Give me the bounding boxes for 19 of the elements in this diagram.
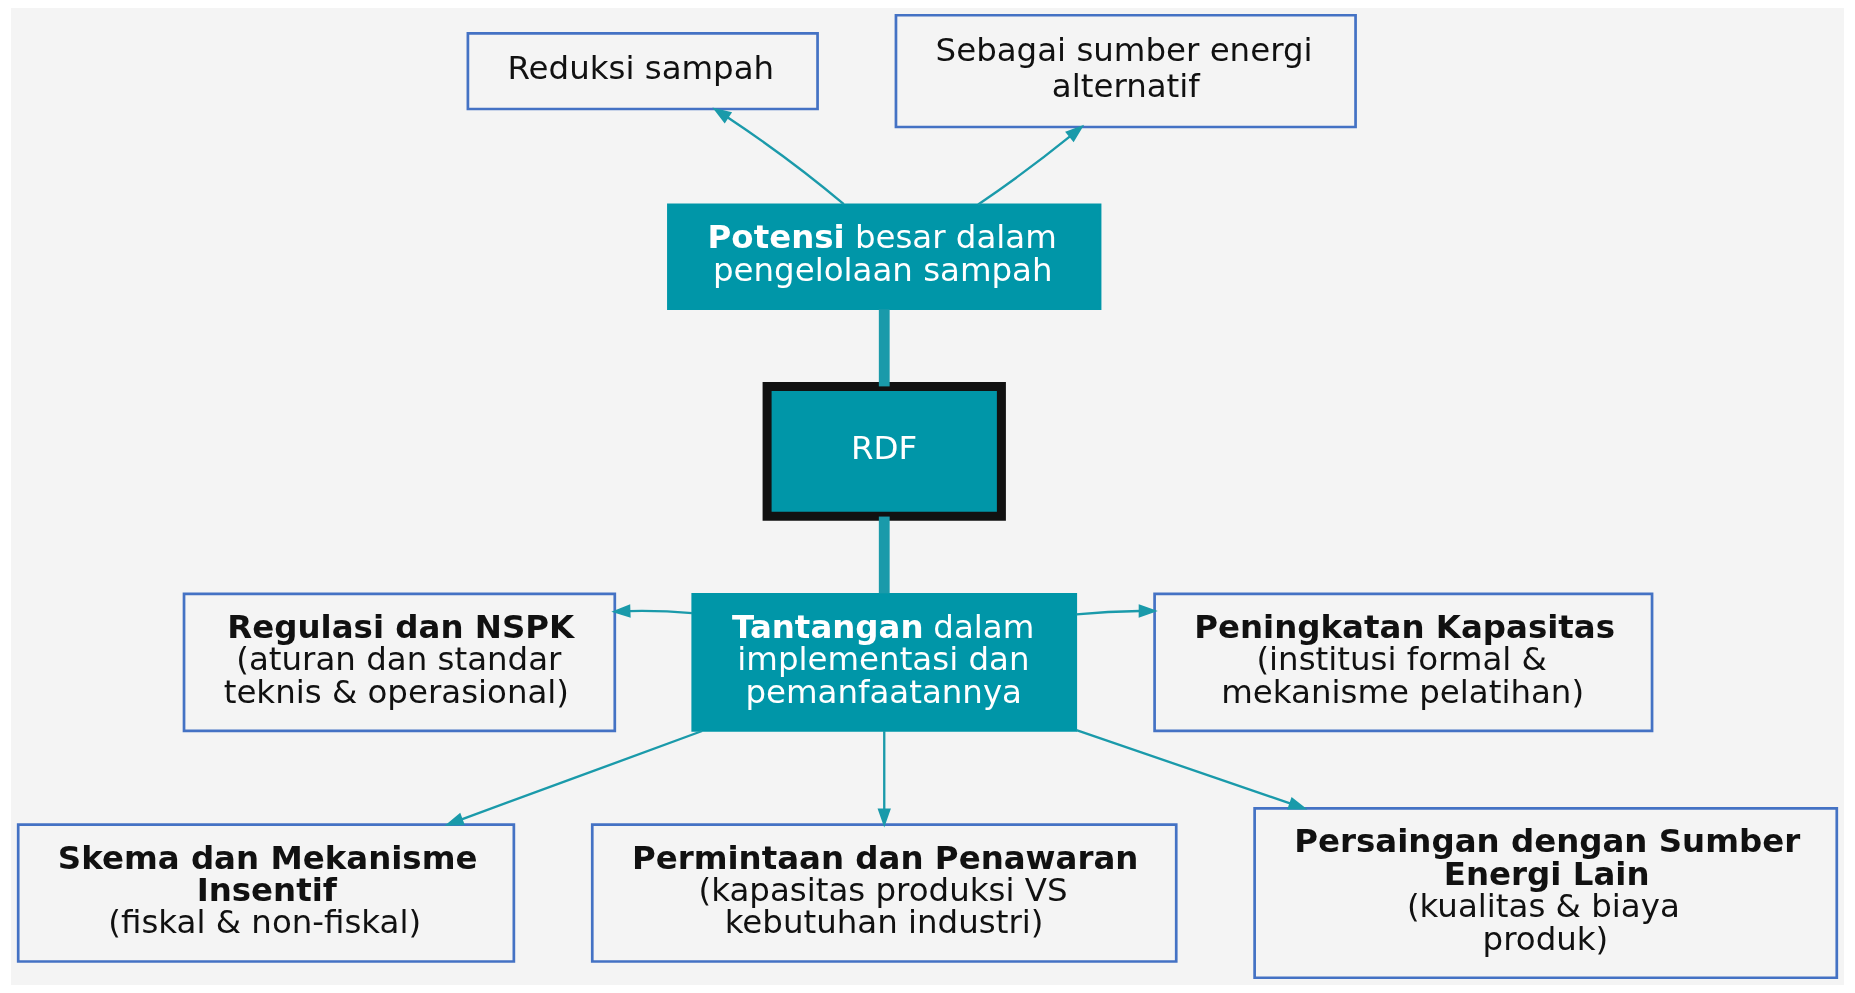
node-box: Potensi besar dalam pengelolaan sampah bbox=[667, 203, 1102, 310]
arrow bbox=[444, 729, 703, 826]
connector bbox=[878, 516, 890, 594]
arrow bbox=[877, 731, 891, 828]
arrow bbox=[1076, 729, 1308, 810]
arrow bbox=[611, 604, 693, 618]
node-box: Tantangan dalam implementasi dan pemanfaatannya bbox=[691, 592, 1078, 732]
node-box: Skema dan Mekanisme Insentif (fiskal & non-fiskal) bbox=[16, 823, 516, 963]
node-box: Reduksi sampah bbox=[466, 31, 819, 111]
arrow bbox=[712, 107, 845, 206]
node-box: Regulasi dan NSPK (aturan dan standar teknis & operasional) bbox=[182, 592, 617, 733]
node-box: Peningkatan Kapasitas (institusi formal & mekanisme pelatihan) bbox=[1153, 592, 1654, 733]
node-box: Persaingan dengan Sumber Energi Lain (kualitas & biaya produk) bbox=[1253, 806, 1839, 980]
node-box: RDF bbox=[762, 382, 1006, 521]
node-box: Sebagai sumber energi alternatif bbox=[894, 13, 1357, 129]
arrow bbox=[1076, 604, 1158, 618]
connector bbox=[878, 309, 890, 387]
node-box: Permintaan dan Penawaran (kapasitas produksi VS kebutuhan industri) bbox=[590, 823, 1178, 963]
arrow bbox=[977, 124, 1085, 206]
